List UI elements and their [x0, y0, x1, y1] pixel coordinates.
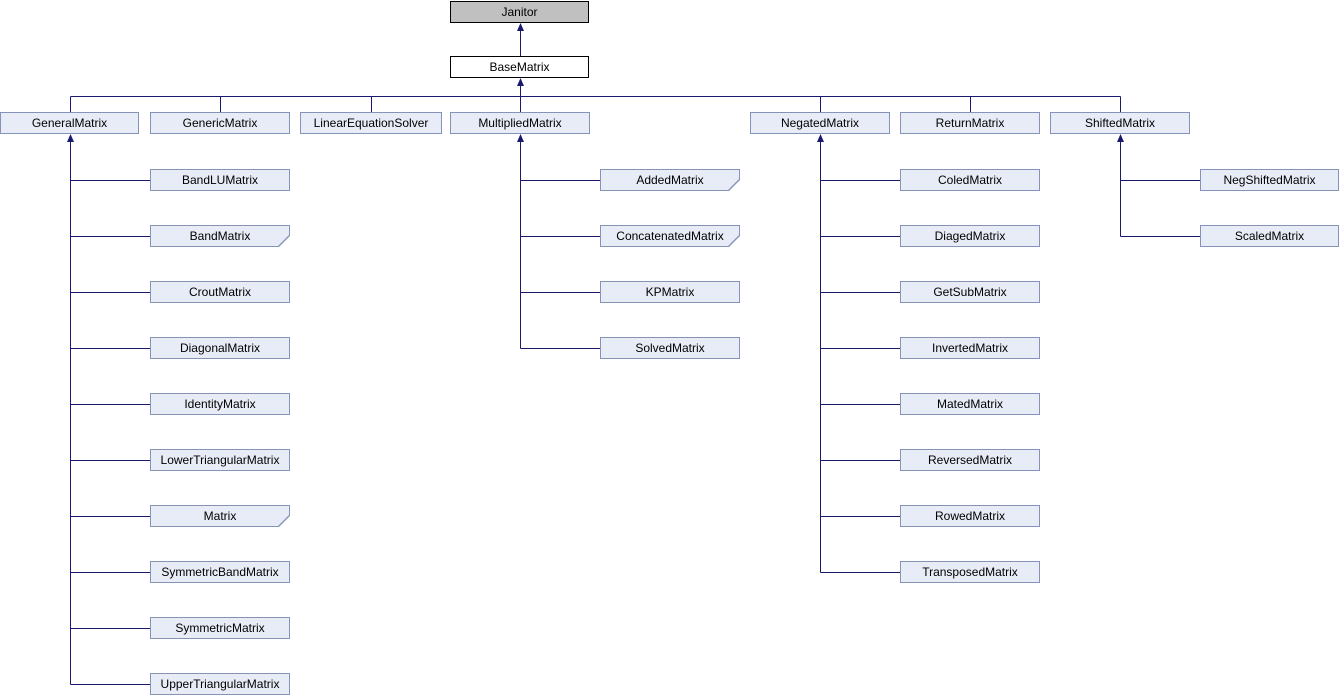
truncated-fold-corner-icon: [278, 235, 290, 247]
class-node-solvedmatrix[interactable]: SolvedMatrix: [600, 337, 740, 359]
class-node-label: ConcatenatedMatrix: [616, 229, 724, 243]
class-node-bandlumatrix[interactable]: BandLUMatrix: [150, 169, 290, 191]
class-node-label: RowedMatrix: [934, 509, 1006, 523]
class-node-coledmatrix[interactable]: ColedMatrix: [900, 169, 1040, 191]
inheritance-arrowhead-icon: [517, 23, 524, 31]
class-node-label: AddedMatrix: [636, 173, 704, 187]
class-node-label: ScaledMatrix: [1234, 229, 1305, 243]
inheritance-arrowhead-icon: [1117, 134, 1124, 142]
class-node-label: Matrix: [203, 509, 237, 523]
class-node-scaledmatrix[interactable]: ScaledMatrix: [1200, 225, 1339, 247]
class-node-label: BandMatrix: [189, 229, 251, 243]
class-node-lowertriangularmatrix[interactable]: LowerTriangularMatrix: [150, 449, 290, 471]
class-node-janitor[interactable]: Janitor: [450, 1, 589, 23]
class-node-label: LinearEquationSolver: [313, 116, 429, 130]
class-node-getsubmatrix[interactable]: GetSubMatrix: [900, 281, 1040, 303]
class-node-label: Janitor: [501, 5, 538, 19]
truncated-fold-corner-icon: [728, 179, 740, 191]
class-node-transposedmatrix[interactable]: TransposedMatrix: [900, 561, 1040, 583]
class-node-identitymatrix[interactable]: IdentityMatrix: [150, 393, 290, 415]
inheritance-arrowhead-icon: [517, 134, 524, 142]
class-node-label: DiagonalMatrix: [179, 341, 261, 355]
class-node-label: GenericMatrix: [182, 116, 258, 130]
truncated-fold-corner-icon: [728, 235, 740, 247]
class-node-bandmatrix[interactable]: BandMatrix: [150, 225, 290, 247]
class-node-label: SymmetricBandMatrix: [161, 565, 279, 579]
truncated-fold-corner-icon: [278, 515, 290, 527]
class-node-label: SolvedMatrix: [635, 341, 705, 355]
inheritance-arrowhead-icon: [67, 134, 74, 142]
class-node-label: ReversedMatrix: [927, 453, 1013, 467]
class-node-label: CroutMatrix: [188, 285, 251, 299]
class-node-kpmatrix[interactable]: KPMatrix: [600, 281, 740, 303]
class-node-invertedmatrix[interactable]: InvertedMatrix: [900, 337, 1040, 359]
class-node-label: ShiftedMatrix: [1084, 116, 1156, 130]
class-node-label: NegShiftedMatrix: [1223, 173, 1316, 187]
class-node-label: GeneralMatrix: [31, 116, 108, 130]
class-node-rowedmatrix[interactable]: RowedMatrix: [900, 505, 1040, 527]
class-node-matrix[interactable]: Matrix: [150, 505, 290, 527]
class-node-returnmatrix[interactable]: ReturnMatrix: [900, 112, 1040, 134]
class-node-negshiftedmatrix[interactable]: NegShiftedMatrix: [1200, 169, 1339, 191]
class-node-shiftedmatrix[interactable]: ShiftedMatrix: [1050, 112, 1190, 134]
class-node-label: LowerTriangularMatrix: [160, 453, 280, 467]
class-node-uppertriangularmatrix[interactable]: UpperTriangularMatrix: [150, 673, 290, 695]
class-node-label: BaseMatrix: [489, 60, 550, 74]
class-node-basematrix[interactable]: BaseMatrix: [450, 56, 589, 78]
class-node-label: BandLUMatrix: [181, 173, 259, 187]
class-node-label: ReturnMatrix: [935, 116, 1005, 130]
class-node-label: MatedMatrix: [936, 397, 1004, 411]
inheritance-arrowhead-icon: [817, 134, 824, 142]
class-node-addedmatrix[interactable]: AddedMatrix: [600, 169, 740, 191]
class-node-reversedmatrix[interactable]: ReversedMatrix: [900, 449, 1040, 471]
class-node-linearequationsolver[interactable]: LinearEquationSolver: [300, 112, 442, 134]
class-node-diagonalmatrix[interactable]: DiagonalMatrix: [150, 337, 290, 359]
class-node-symmetricmatrix[interactable]: SymmetricMatrix: [150, 617, 290, 639]
class-node-concatenatedmatrix[interactable]: ConcatenatedMatrix: [600, 225, 740, 247]
class-node-label: GetSubMatrix: [933, 285, 1007, 299]
class-node-label: TransposedMatrix: [922, 565, 1018, 579]
class-node-symmetricbandmatrix[interactable]: SymmetricBandMatrix: [150, 561, 290, 583]
class-node-negatedmatrix[interactable]: NegatedMatrix: [750, 112, 890, 134]
class-node-label: UpperTriangularMatrix: [160, 677, 280, 691]
class-node-diagedmatrix[interactable]: DiagedMatrix: [900, 225, 1040, 247]
class-node-label: MultipliedMatrix: [478, 116, 562, 130]
class-node-label: SymmetricMatrix: [175, 621, 265, 635]
class-node-generalmatrix[interactable]: GeneralMatrix: [0, 112, 139, 134]
class-node-matedmatrix[interactable]: MatedMatrix: [900, 393, 1040, 415]
class-node-label: NegatedMatrix: [780, 116, 860, 130]
class-node-label: IdentityMatrix: [184, 397, 256, 411]
class-node-label: InvertedMatrix: [931, 341, 1009, 355]
class-node-croutmatrix[interactable]: CroutMatrix: [150, 281, 290, 303]
class-node-genericmatrix[interactable]: GenericMatrix: [150, 112, 290, 134]
class-node-label: KPMatrix: [645, 285, 695, 299]
class-node-multipliedmatrix[interactable]: MultipliedMatrix: [450, 112, 590, 134]
class-node-label: ColedMatrix: [937, 173, 1003, 187]
inheritance-arrowhead-icon: [517, 78, 524, 86]
class-node-label: DiagedMatrix: [934, 229, 1006, 243]
